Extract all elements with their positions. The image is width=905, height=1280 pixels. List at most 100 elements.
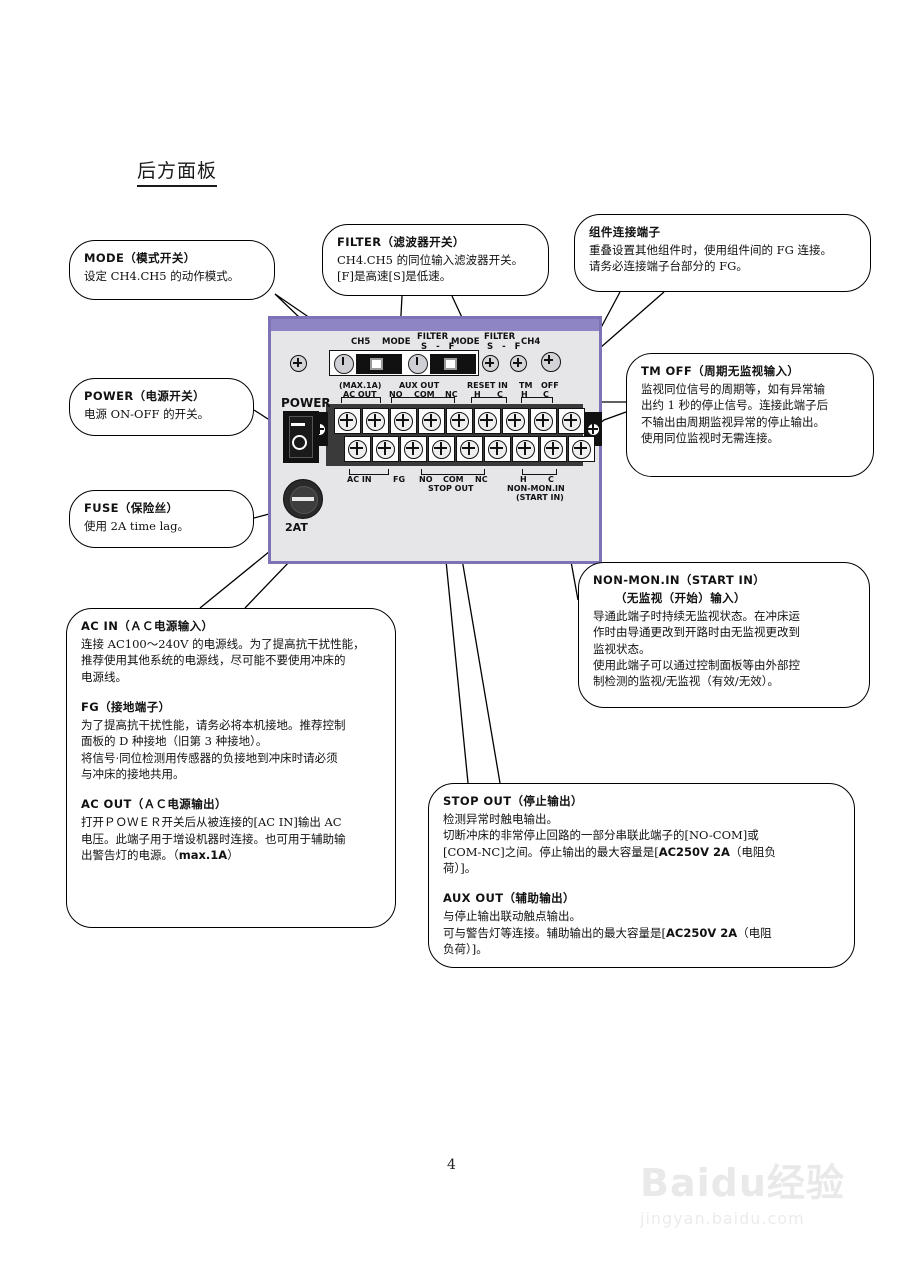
caption-stop-nc: NC (475, 475, 488, 484)
caption-reset-in: RESET IN (467, 381, 508, 390)
caption-ac-out: AC OUT (343, 390, 377, 399)
callout-tm-off-body-1: 监视同位信号的周期等，如有异常输 (641, 382, 825, 396)
rear-panel-diagram: CH5 MODE FILTER S - F MODE FILTER S - F … (268, 316, 602, 564)
terminal-block (310, 404, 602, 466)
terminal-screw[interactable] (344, 436, 371, 462)
page-number: 4 (447, 1157, 456, 1173)
bracket-ac-out (341, 397, 381, 403)
caption-stop-out: STOP OUT (428, 484, 474, 493)
callout-tm-off-body-4: 使用同位监视时无需连接。 (641, 430, 779, 445)
caption-nonmon-h: H (520, 475, 527, 484)
terminal-screw[interactable] (540, 436, 567, 462)
callout-power-body: 电源 ON-OFF 的开关。 (84, 407, 210, 421)
fuse-holder[interactable] (283, 479, 323, 519)
label-filter-ch5: FILTER (417, 332, 449, 342)
panel-screw-icon (510, 355, 527, 372)
terminal-screw[interactable] (512, 436, 539, 462)
filter-slide-switch-ch4[interactable] (430, 354, 476, 374)
callout-non-mon-in-body-1: 导通此端子时持续无监视状态。在冲床运 (593, 609, 800, 623)
callout-non-mon-in-heading: NON-MON.IN（START IN） (593, 573, 766, 587)
callout-ac-out-body-2: 电压。此端子用于增设机器时连接。也可用于辅助输 (81, 831, 346, 846)
label-mode-ch4: MODE (451, 337, 480, 347)
callout-fg-body-1: 为了提高抗干扰性能，请务必将本机接地。推荐控制 (81, 717, 346, 732)
caption-reset-c: C (497, 390, 503, 399)
terminal-screw[interactable] (568, 436, 595, 462)
mode-rotary-switch-ch4[interactable] (408, 354, 428, 374)
terminal-screw[interactable] (484, 436, 511, 462)
ac-out-post: ） (227, 847, 239, 862)
terminal-screw[interactable] (400, 436, 427, 462)
caption-max-1a: (MAX.1A) (339, 381, 382, 390)
terminal-screw[interactable] (334, 408, 361, 434)
terminal-screw[interactable] (456, 436, 483, 462)
caption-reset-h: H (474, 390, 481, 399)
terminal-screw[interactable] (418, 408, 445, 434)
mode-rotary-switch-ch5[interactable] (334, 354, 354, 374)
label-filter-ch4-sf: S - F (487, 342, 524, 352)
caption-start-in: (START IN) (516, 493, 564, 502)
label-filter-ch5-sf: S - F (421, 342, 458, 352)
terminal-screw[interactable] (372, 436, 399, 462)
terminal-screw[interactable] (502, 408, 529, 434)
caption-fg: FG (393, 475, 406, 484)
switch-bank (329, 350, 479, 376)
callout-unit-connect: 组件连接端子 重叠设置其他组件时，使用组件间的 FG 连接。 请务必连接端子台部… (574, 214, 871, 292)
callout-ac-out-body-1: 打开ＰＯＷＥＲ开关后从被连接的[AC IN]输出 AC (81, 815, 342, 830)
callout-fuse-heading: FUSE（保险丝） (84, 501, 179, 515)
callout-aux-out-body-1: 与停止输出联动触点输出。 (443, 909, 581, 924)
caption-stop-no: NO (419, 475, 433, 484)
callout-power-heading: POWER（电源开关） (84, 389, 205, 403)
callout-aux-out-body-3: 负荷）]。 (443, 941, 488, 956)
bracket-tm-off (521, 397, 553, 403)
callout-ac-in-fg-ac-out: AC IN（ＡＣ电源输入） 连接 AC100～240V 的电源线。为了提高抗干扰… (66, 608, 396, 928)
label-filter-ch4: FILTER (484, 332, 516, 342)
ac-out-max-current: max.1A (178, 847, 228, 862)
callout-stop-out-body-1: 检测异常时触电输出。 (443, 812, 558, 826)
terminal-screw[interactable] (362, 408, 389, 434)
caption-tm: TM (519, 381, 533, 390)
terminal-screw[interactable] (390, 408, 417, 434)
terminal-row-lower (344, 436, 595, 462)
label-mode-ch5: MODE (382, 337, 411, 347)
label-ch4: CH4 (521, 337, 541, 347)
callout-stop-out-body-3: [COM-NC]之间。停止输出的最大容量是[AC250V 2A（电阻负 (443, 844, 842, 860)
terminal-screw[interactable] (474, 408, 501, 434)
callout-ac-in-body-3: 电源线。 (81, 669, 127, 684)
callout-mode-heading: MODE（模式开关） (84, 251, 196, 265)
label-power: POWER (281, 396, 331, 410)
caption-nonmon-c: C (548, 475, 554, 484)
callout-fg-heading: FG（接地端子） (81, 699, 171, 714)
callout-unit-connect-body-2: 请务必连接端子台部分的 FG。 (589, 259, 748, 274)
callout-aux-out-heading: AUX OUT（辅助输出） (443, 891, 575, 906)
caption-off: OFF (541, 381, 559, 390)
page-title: 后方面板 (137, 156, 218, 187)
callout-tm-off-heading: TM OFF（周期无监视输入） (641, 364, 800, 378)
callout-fuse: FUSE（保险丝） 使用 2A time lag。 (69, 490, 254, 548)
callout-tm-off: TM OFF（周期无监视输入） 监视同位信号的周期等，如有异常输 出约 1 秒的… (626, 353, 874, 477)
bracket-reset-in (471, 397, 507, 403)
bracket-ac-in (349, 469, 389, 475)
terminal-screw[interactable] (530, 408, 557, 434)
aux-out-pre: 可与警告灯等连接。辅助输出的最大容量是[ (443, 925, 666, 940)
terminal-screw[interactable] (428, 436, 455, 462)
filter-slide-switch-ch5[interactable] (356, 354, 402, 374)
aux-out-rating: AC250V 2A (665, 925, 738, 940)
terminal-row-upper (334, 408, 585, 434)
callout-tm-off-body-2: 出约 1 秒的停止信号。连接此端子后 (641, 398, 829, 413)
power-rocker-switch[interactable] (283, 411, 319, 463)
ac-out-pre: 出警告灯的电源。（ (81, 847, 179, 862)
stop-out-rating: AC250V 2A (658, 844, 730, 859)
terminal-screw[interactable] (558, 408, 585, 434)
callout-fuse-body: 使用 2A time lag。 (84, 519, 189, 533)
callout-stop-out-heading: STOP OUT（停止输出） (443, 794, 583, 808)
stop-out-pre: [COM-NC]之间。停止输出的最大容量是[ (443, 844, 659, 859)
callout-non-mon-in-body-3: 监视状态。 (593, 641, 651, 656)
caption-aux-no: NO (389, 390, 403, 399)
callout-mode-body: 设定 CH4.CH5 的动作模式。 (84, 269, 240, 283)
caption-tm-h: H (521, 390, 528, 399)
callout-filter-heading: FILTER（滤波器开关） (337, 235, 465, 249)
aux-out-post: （电阻 (737, 925, 772, 940)
terminal-screw[interactable] (446, 408, 473, 434)
callout-aux-out-body-2: 可与警告灯等连接。辅助输出的最大容量是[AC250V 2A（电阻 (443, 925, 842, 941)
callout-non-mon-in-body-2: 作时由导通更改到开路时由无监视更改到 (593, 625, 800, 640)
